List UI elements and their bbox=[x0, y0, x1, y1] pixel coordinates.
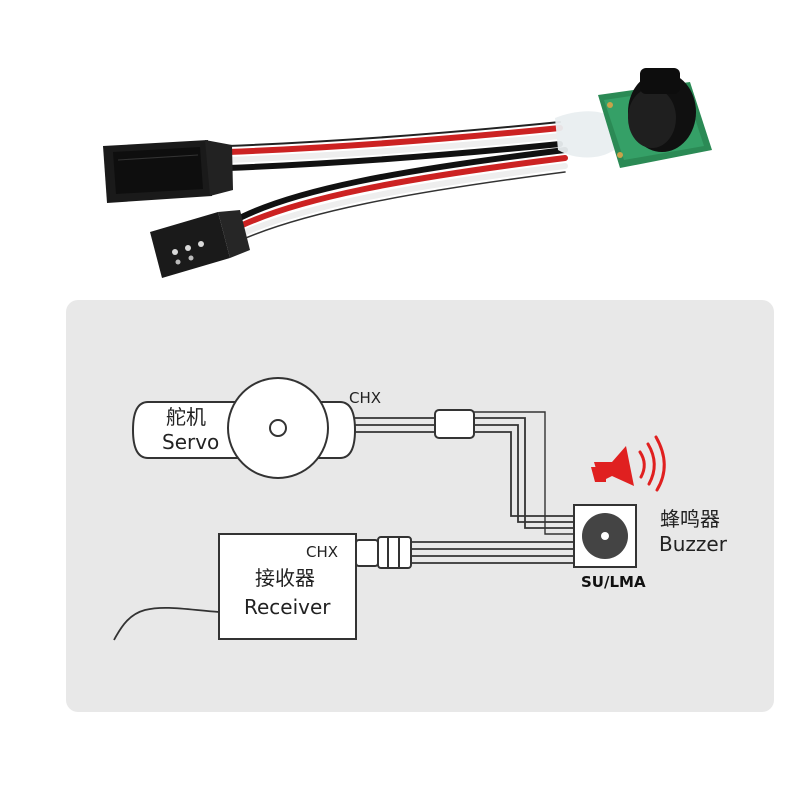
receiver-plug bbox=[355, 536, 412, 569]
receiver-port-label: CHX bbox=[306, 543, 338, 561]
buzzer-label-cn: 蜂鸣器 bbox=[660, 507, 720, 531]
receiver-cable bbox=[411, 541, 574, 564]
upper-cable-bundle bbox=[225, 121, 563, 171]
servo-label-en: Servo bbox=[162, 430, 219, 454]
buzzer-model-label: SU/LMA bbox=[581, 573, 646, 591]
servo-port-label: CHX bbox=[349, 389, 381, 407]
antenna-wire-icon bbox=[113, 606, 220, 641]
lower-cable-bundle bbox=[229, 147, 568, 245]
diagram-panel bbox=[66, 300, 774, 712]
small-receiver-plug bbox=[150, 210, 250, 278]
buzzer-label-en: Buzzer bbox=[659, 532, 728, 556]
receiver-label-cn: 接收器 bbox=[255, 566, 315, 590]
servo-shaft bbox=[269, 419, 287, 437]
servo-cable bbox=[355, 411, 582, 535]
servo-label-cn: 舵机 bbox=[166, 405, 206, 429]
product-photo bbox=[103, 68, 712, 278]
buzzer-module bbox=[555, 68, 712, 168]
receiver-box bbox=[218, 533, 357, 640]
receiver-label-en: Receiver bbox=[244, 595, 331, 619]
servo-unit bbox=[131, 377, 357, 479]
large-servo-plug bbox=[103, 140, 233, 203]
servo-cable-connector bbox=[434, 409, 475, 439]
buzzer-center bbox=[601, 532, 609, 540]
speaker-sound-icon bbox=[591, 435, 666, 492]
